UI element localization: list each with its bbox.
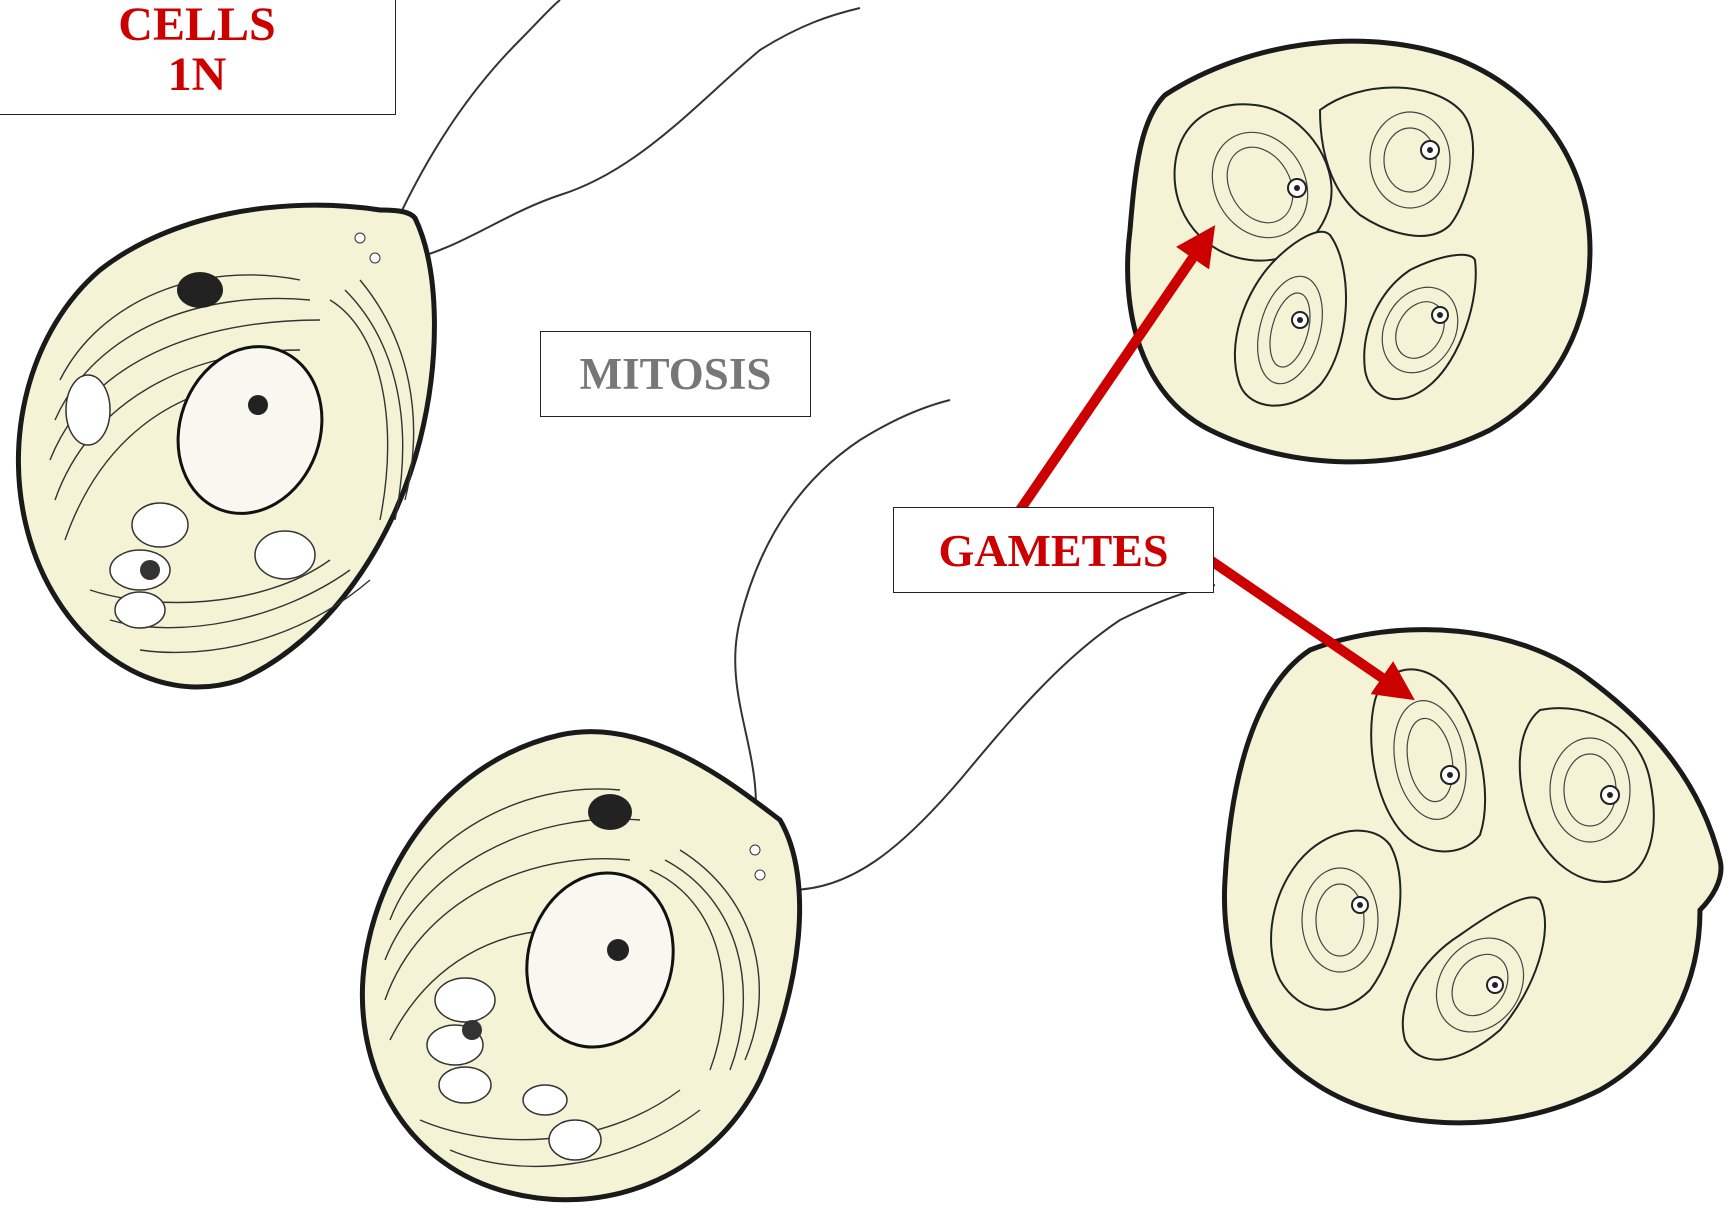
nucleolus: [607, 939, 629, 961]
vacuole: [549, 1120, 601, 1160]
eyespot: [177, 272, 223, 308]
gametes-label: GAMETES: [893, 507, 1214, 593]
pyrenoid: [140, 560, 160, 580]
mitosis-label: MITOSIS: [540, 331, 811, 417]
vacuole: [523, 1085, 567, 1115]
flagellum: [395, 0, 560, 225]
pyrenoid: [462, 1020, 482, 1040]
vacuole: [439, 1067, 491, 1103]
cells-label-line1: CELLS: [118, 0, 275, 50]
gametes-label-text: GAMETES: [938, 524, 1168, 577]
vacuole: [132, 503, 188, 547]
vacuole: [255, 531, 315, 579]
vacuole: [115, 592, 165, 628]
gametangium: [1224, 630, 1721, 1123]
flagellum: [790, 585, 1215, 890]
flagellum: [400, 8, 860, 262]
vacuole: [66, 375, 110, 445]
flagellum: [735, 400, 950, 842]
nucleolus: [248, 395, 268, 415]
mitosis-label-text: MITOSIS: [580, 348, 772, 400]
vacuole: [435, 978, 495, 1022]
cells-label-line2: 1N: [168, 50, 227, 100]
eyespot: [588, 794, 632, 830]
cells-1n-label: CELLS 1N: [0, 0, 396, 115]
